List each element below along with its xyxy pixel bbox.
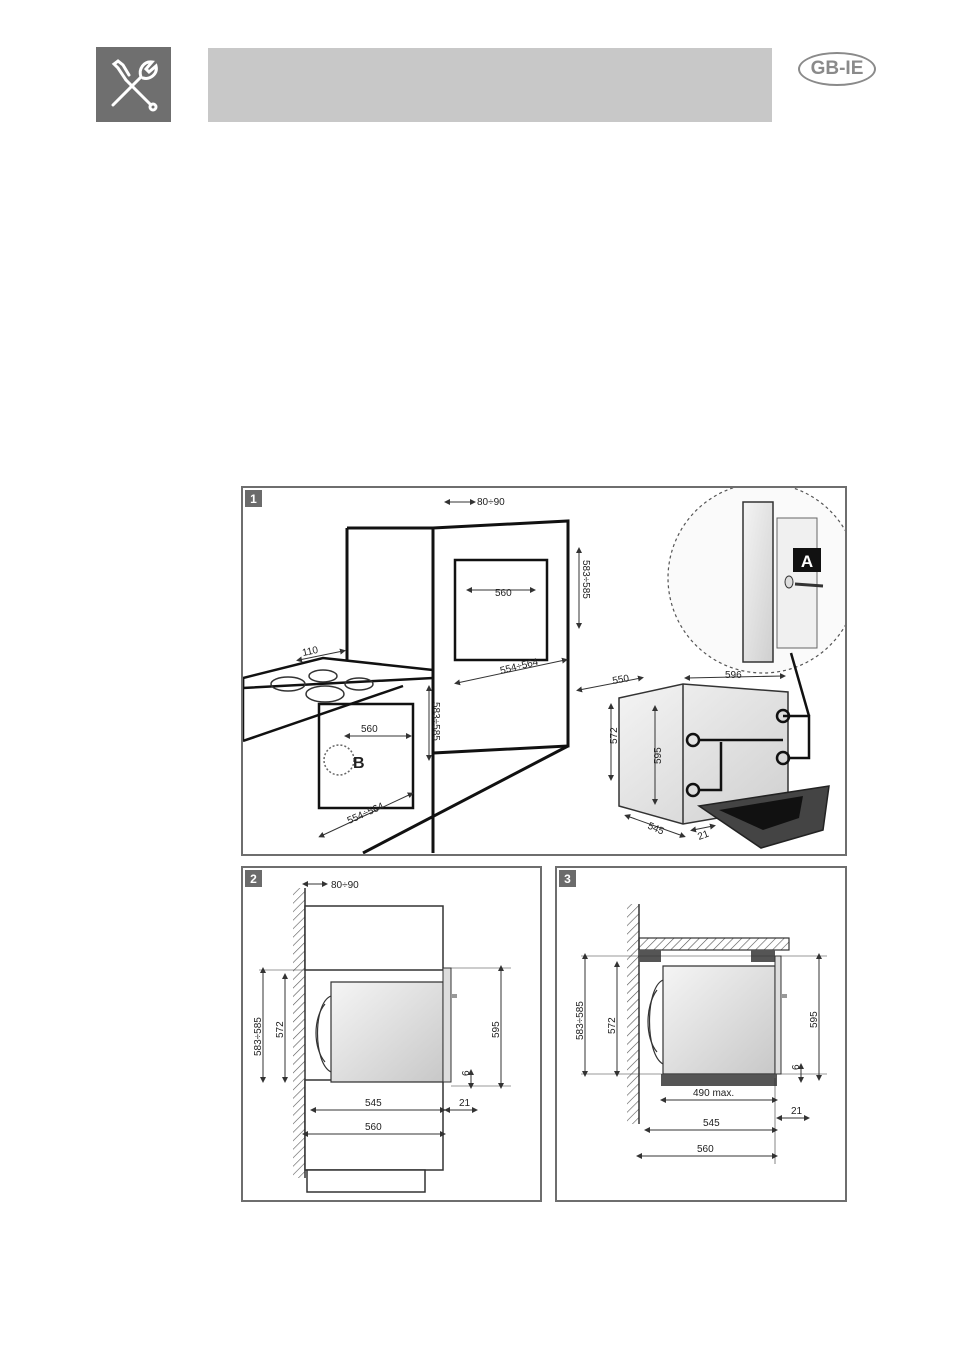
dim-cut-depth-under: 554÷564 — [346, 801, 386, 827]
figure-number: 3 — [559, 870, 576, 887]
callout-a: A — [801, 552, 813, 571]
figure-1-drawing: 80÷90 560 583÷585 554÷564 110 560 583÷58… — [243, 488, 845, 854]
dim-door: 21 — [459, 1098, 471, 1109]
figure-number: 1 — [245, 490, 262, 507]
figure-2-drawing: 80÷90 583÷585 572 595 6 545 21 560 — [243, 868, 540, 1200]
figure-2-side-section: 2 — [241, 866, 542, 1202]
dim-oven-height-inner: 572 — [609, 727, 620, 744]
dim-cut-height-under: 583÷585 — [430, 702, 441, 741]
dim-bottom-gap: 6 — [791, 1064, 802, 1070]
dim-inner-height: 572 — [607, 1017, 618, 1034]
dim-gap: 80÷90 — [331, 880, 359, 891]
dim-oven-height: 595 — [653, 747, 664, 764]
dim-oven-body-depth: 545 — [646, 821, 666, 838]
figure-3-side-section-support: 3 — [555, 866, 847, 1202]
tools-icon — [96, 47, 171, 122]
dim-cut-depth: 560 — [697, 1144, 714, 1155]
dim-door-depth: 21 — [696, 829, 711, 843]
dim-inner-height: 572 — [275, 1021, 286, 1038]
dim-cut-height-top: 583÷585 — [580, 560, 591, 599]
dim-gap-top: 80÷90 — [477, 497, 505, 508]
header-bar — [208, 48, 772, 122]
dim-cut-depth: 560 — [365, 1122, 382, 1133]
dim-support-width: 490 max. — [693, 1088, 734, 1099]
dim-oven-height: 595 — [809, 1011, 820, 1028]
dim-door: 21 — [791, 1106, 803, 1117]
dim-oven-height: 595 — [491, 1021, 502, 1038]
dim-oven-width: 596 — [725, 670, 742, 681]
dim-oven-depth: 550 — [612, 673, 631, 687]
language-badge: GB-IE — [798, 52, 876, 86]
dim-depth: 545 — [703, 1118, 720, 1129]
wrench-screwdriver-icon — [96, 47, 171, 122]
dim-cut-width-top: 560 — [495, 588, 512, 599]
figure-number: 2 — [245, 870, 262, 887]
callout-b: B — [353, 755, 365, 772]
dim-cut-height: 583÷585 — [253, 1017, 264, 1056]
dim-depth: 545 — [365, 1098, 382, 1109]
dim-cut-height: 583÷585 — [575, 1001, 586, 1040]
figure-1-installation-overview: 1 — [241, 486, 847, 856]
figure-3-drawing: 583÷585 572 595 6 490 max. 21 545 560 — [557, 868, 845, 1200]
dim-bottom-gap: 6 — [461, 1070, 472, 1076]
dim-cut-width-under: 560 — [361, 724, 378, 735]
